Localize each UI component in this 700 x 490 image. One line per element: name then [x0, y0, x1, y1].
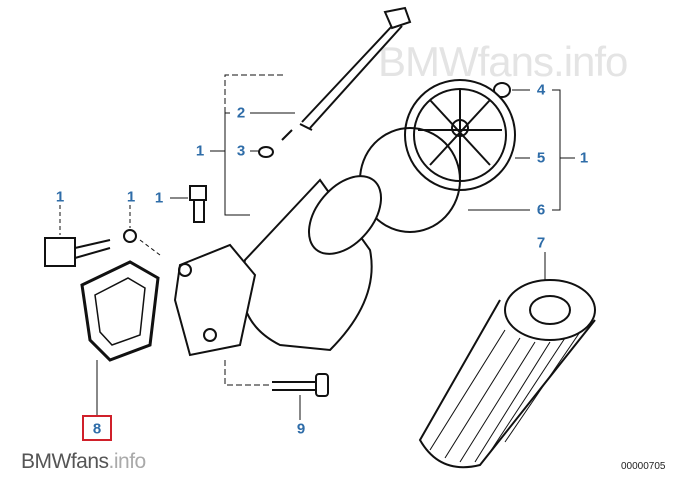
callout-1-right[interactable]: 1 — [579, 149, 589, 167]
callout-1-plug[interactable]: 1 — [154, 189, 164, 207]
logo-light: .info — [108, 450, 147, 473]
washer — [123, 229, 137, 243]
bolt-9 — [272, 373, 329, 397]
washer-3 — [258, 146, 274, 158]
callout-1[interactable]: 1 — [195, 142, 205, 160]
callout-1-sensor[interactable]: 1 — [55, 188, 65, 206]
callout-8[interactable]: 8 — [92, 420, 102, 438]
watermark: BMWfans.info — [378, 38, 628, 85]
logo-bold: BMWfans — [21, 450, 109, 473]
callout-6[interactable]: 6 — [536, 201, 546, 219]
plug — [189, 185, 207, 223]
callout-7[interactable]: 7 — [536, 234, 546, 252]
callout-5[interactable]: 5 — [536, 149, 546, 167]
drawing-number: 00000705 — [621, 461, 666, 472]
sensor-part — [44, 237, 111, 267]
callout-1-washer[interactable]: 1 — [126, 188, 136, 206]
callout-9[interactable]: 9 — [296, 420, 306, 438]
filter-housing — [173, 175, 383, 357]
washer-4 — [493, 82, 511, 98]
site-logo: BMWfans.info — [21, 450, 146, 474]
callout-3[interactable]: 3 — [236, 142, 246, 160]
filter-element-7 — [418, 279, 596, 469]
callout-4[interactable]: 4 — [536, 81, 546, 99]
leader-lines — [59, 74, 575, 420]
highlight-box — [82, 415, 112, 441]
gasket-8 — [80, 260, 160, 362]
long-bolt — [281, 6, 412, 141]
callout-2[interactable]: 2 — [236, 104, 246, 122]
